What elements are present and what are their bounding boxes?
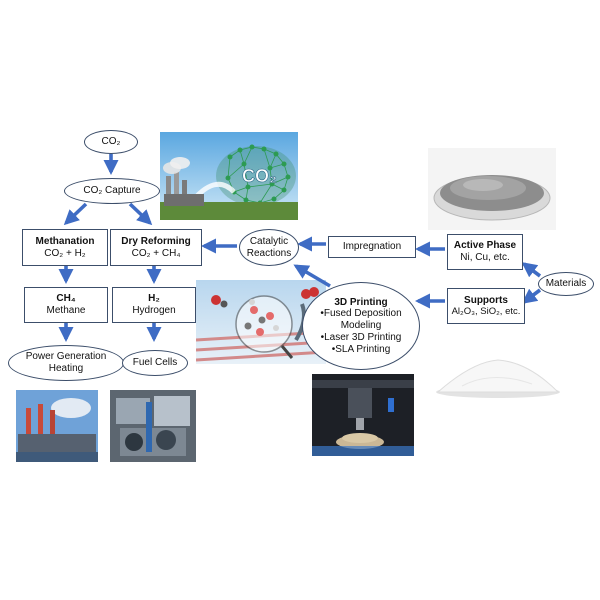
ch4-title: CH₄ — [56, 293, 76, 305]
co2-banner-text: CO₂ — [242, 166, 277, 186]
co2-capture-illustration: CO₂ — [160, 132, 298, 220]
h2-title: H₂ — [148, 293, 160, 305]
3d-printing-item-sla: •SLA Printing — [331, 343, 391, 355]
active-phase-detail: Ni, Cu, etc. — [460, 252, 510, 263]
3d-printing-item-laser: •Laser 3D Printing — [320, 331, 402, 343]
3d-printing-node: 3D Printing •Fused Deposition Modeling •… — [302, 282, 420, 370]
dry-reforming-title: Dry Reforming — [121, 235, 191, 247]
h2-detail: Hydrogen — [132, 305, 176, 316]
power-station-image — [16, 390, 98, 462]
active-phase-powder-image — [428, 148, 556, 230]
arrow-capture-to-methanation — [63, 202, 88, 226]
materials-node: Materials — [538, 272, 594, 296]
supports-node: Supports Al₂O₃, SiO₂, etc. — [447, 288, 525, 324]
methanation-node: Methanation CO₂ + H₂ — [22, 229, 108, 266]
support-powder-image — [432, 356, 564, 398]
methanation-title: Methanation — [35, 235, 95, 247]
ch4-detail: Methane — [46, 305, 86, 316]
co2-capture-label: CO₂ Capture — [83, 185, 141, 197]
heating-label: Heating — [48, 363, 84, 374]
arrow-printing-to-catalytic — [293, 264, 331, 288]
arrow-capture-to-dry-reforming — [128, 202, 153, 226]
arrow-materials-to-active-phase — [521, 262, 542, 278]
materials-label: Materials — [545, 278, 587, 290]
active-phase-node: Active Phase Ni, Cu, etc. — [447, 234, 523, 270]
supports-title: Supports — [464, 294, 508, 306]
co2-label: CO₂ — [101, 136, 121, 148]
3d-printing-title: 3D Printing — [334, 296, 388, 308]
active-phase-title: Active Phase — [453, 240, 517, 252]
methanation-formula: CO₂ + H₂ — [44, 247, 86, 259]
dry-reforming-formula: CO₂ + CH₄ — [131, 247, 181, 259]
supports-detail: Al₂O₃, SiO₂, etc. — [451, 306, 521, 318]
co2-node: CO₂ — [84, 130, 138, 154]
dry-reforming-node: Dry Reforming CO₂ + CH₄ — [110, 229, 202, 266]
ch4-node: CH₄ Methane — [24, 287, 108, 323]
catalytic-reactions-label: Catalytic Reactions — [246, 235, 292, 259]
3d-printing-item-fdm-cont: Modeling — [340, 320, 382, 332]
fuel-cells-node: Fuel Cells — [122, 350, 188, 376]
3d-printer-image — [312, 374, 414, 456]
3d-printing-item-fdm: •Fused Deposition — [320, 308, 402, 320]
arrow-materials-to-supports — [521, 288, 542, 304]
fuel-cells-label: Fuel Cells — [132, 357, 178, 369]
fuel-cell-engine-image — [110, 390, 196, 462]
co2-capture-node: CO₂ Capture — [64, 178, 160, 204]
catalytic-reactions-node: Catalytic Reactions — [239, 229, 299, 266]
h2-node: H₂ Hydrogen — [112, 287, 196, 323]
impregnation-node: Impregnation — [328, 236, 416, 258]
power-generation-node: Power Generation Heating — [8, 345, 124, 381]
power-generation-label: Power Generation — [25, 351, 107, 363]
impregnation-label: Impregnation — [342, 241, 402, 253]
